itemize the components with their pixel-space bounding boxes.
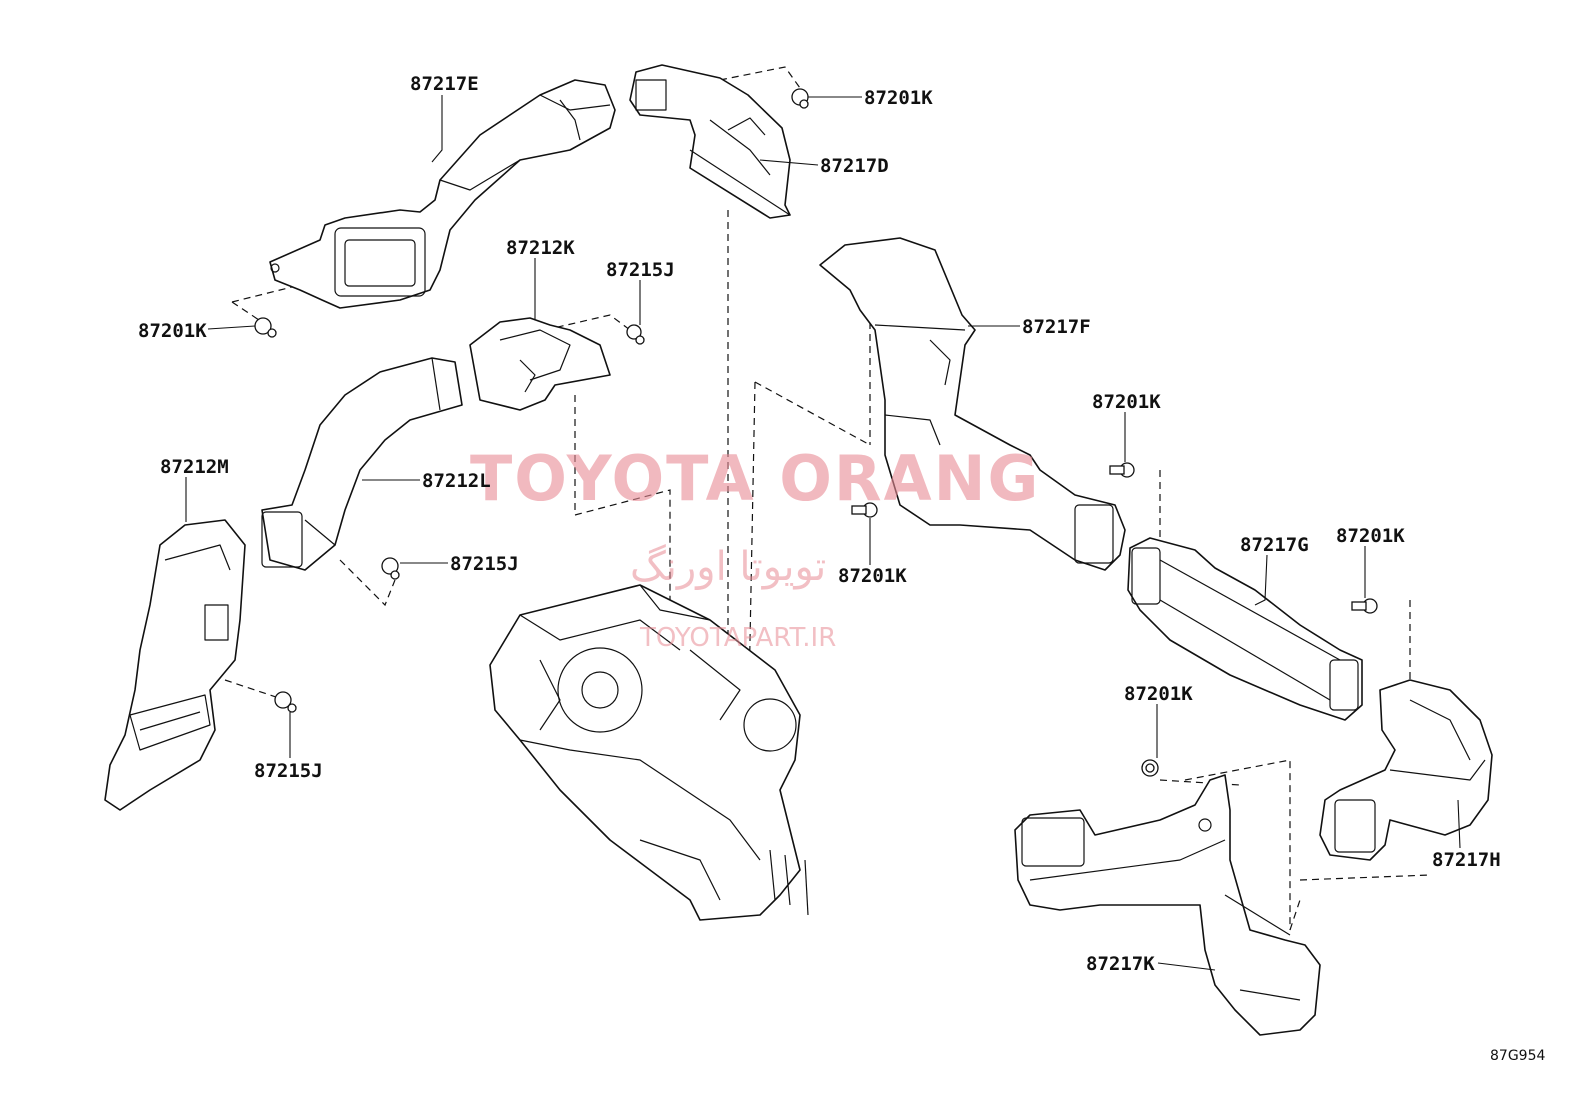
watermark-url: TOYOTAPART.IR bbox=[639, 623, 836, 653]
duct-87212M bbox=[104, 519, 246, 811]
callout-87217K: 87217K bbox=[1086, 953, 1155, 975]
duct-87217F bbox=[819, 237, 1126, 571]
callout-87217D: 87217D bbox=[820, 155, 889, 177]
clip-icon bbox=[1109, 462, 1135, 478]
assembly-guide-lines bbox=[224, 66, 1431, 931]
callout-87215J-top: 87215J bbox=[606, 259, 675, 281]
duct-87217H bbox=[1319, 679, 1493, 861]
callout-87217E: 87217E bbox=[410, 73, 479, 95]
callout-87201K-center: 87201K bbox=[838, 565, 907, 587]
duct-87217K bbox=[1014, 774, 1321, 1036]
clip-icon bbox=[1141, 759, 1159, 777]
watermark-main: TOYOTA ORANG bbox=[470, 442, 1040, 515]
callout-87201K-lower: 87201K bbox=[1124, 683, 1193, 705]
callout-87215J-bottom: 87215J bbox=[254, 760, 323, 782]
callout-87217F: 87217F bbox=[1022, 316, 1091, 338]
clip-icon bbox=[791, 88, 809, 109]
callout-87217H: 87217H bbox=[1432, 849, 1501, 871]
watermark: TOYOTA ORANG تویوتا اورنگ TOYOTAPART.IR bbox=[470, 442, 1040, 653]
callout-87201K-left: 87201K bbox=[138, 320, 207, 342]
clip-icon bbox=[274, 691, 297, 713]
hvac-unit bbox=[489, 584, 809, 921]
callout-87212M: 87212M bbox=[160, 456, 229, 478]
duct-87217G bbox=[1127, 537, 1363, 721]
duct-87217E bbox=[269, 79, 616, 309]
callout-87217G: 87217G bbox=[1240, 534, 1309, 556]
clip-icon bbox=[626, 324, 645, 345]
leader-lines bbox=[185, 95, 1461, 971]
duct-87217D bbox=[629, 64, 791, 219]
duct-87212K bbox=[469, 317, 611, 411]
callout-87212K: 87212K bbox=[506, 237, 575, 259]
clip-icon bbox=[1351, 598, 1378, 614]
callouts: 87217E 87201K 87217D 87201K 87212K 87215… bbox=[138, 73, 1501, 975]
callout-87215J-mid: 87215J bbox=[450, 553, 519, 575]
diagram-code: 87G954 bbox=[1490, 1048, 1545, 1064]
watermark-persian: تویوتا اورنگ bbox=[630, 544, 826, 590]
clip-icon bbox=[254, 317, 277, 338]
clip-icon bbox=[381, 557, 400, 580]
callout-87212L: 87212L bbox=[422, 470, 491, 492]
duct-87212L bbox=[261, 357, 463, 571]
callout-87201K-right: 87201K bbox=[1336, 525, 1405, 547]
callout-87201K-mid: 87201K bbox=[1092, 391, 1161, 413]
clip-fasteners bbox=[254, 88, 1378, 777]
clip-icon bbox=[851, 502, 878, 518]
callout-87201K-top: 87201K bbox=[864, 87, 933, 109]
